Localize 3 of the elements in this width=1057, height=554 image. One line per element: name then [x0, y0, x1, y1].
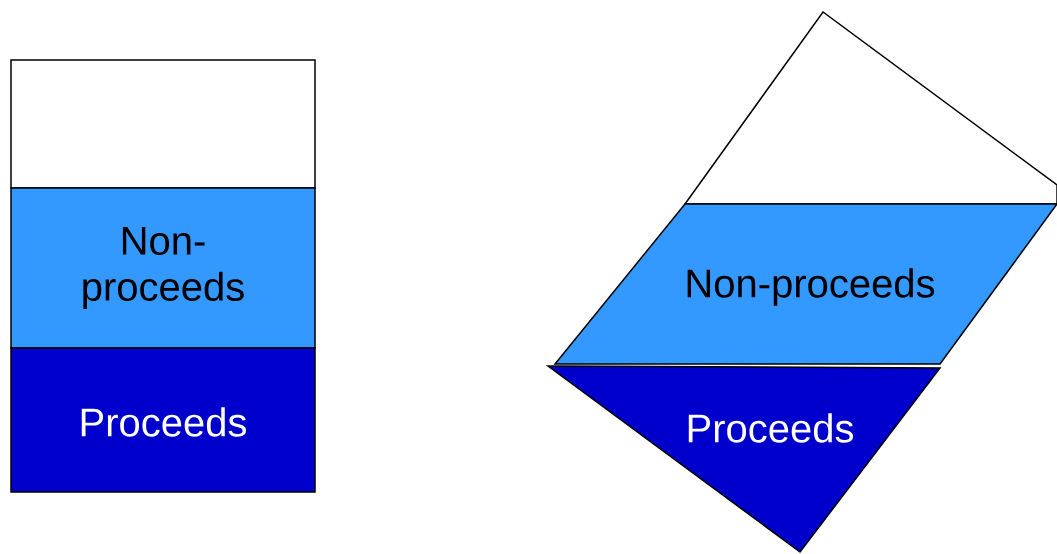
empty-box: [10, 59, 316, 189]
band: Non-proceeds: [10, 187, 316, 349]
band: Proceeds: [10, 347, 316, 493]
